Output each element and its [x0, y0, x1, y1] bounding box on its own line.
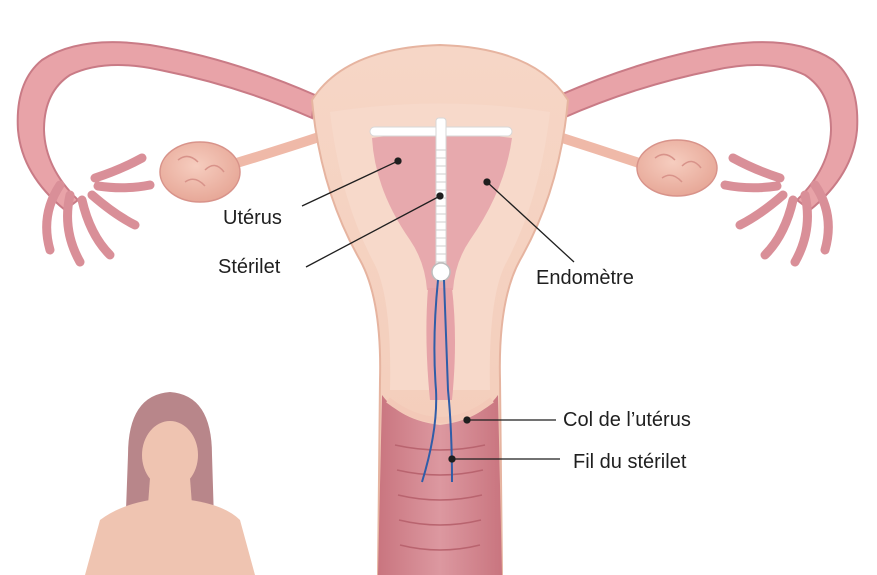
- label-endometrium: Endomètre: [536, 268, 634, 288]
- cervical-canal: [426, 288, 455, 400]
- left-ligament: [230, 135, 325, 165]
- right-ovary: [637, 140, 717, 196]
- label-cervix: Col de l’utérus: [563, 410, 691, 430]
- vagina: [378, 395, 502, 575]
- label-iud-thread: Fil du stérilet: [573, 452, 686, 472]
- left-ovary: [160, 142, 240, 202]
- label-uterus: Utérus: [223, 208, 282, 228]
- label-iud: Stérilet: [218, 257, 280, 277]
- woman-silhouette-icon: [85, 392, 255, 575]
- right-ligament: [553, 135, 645, 165]
